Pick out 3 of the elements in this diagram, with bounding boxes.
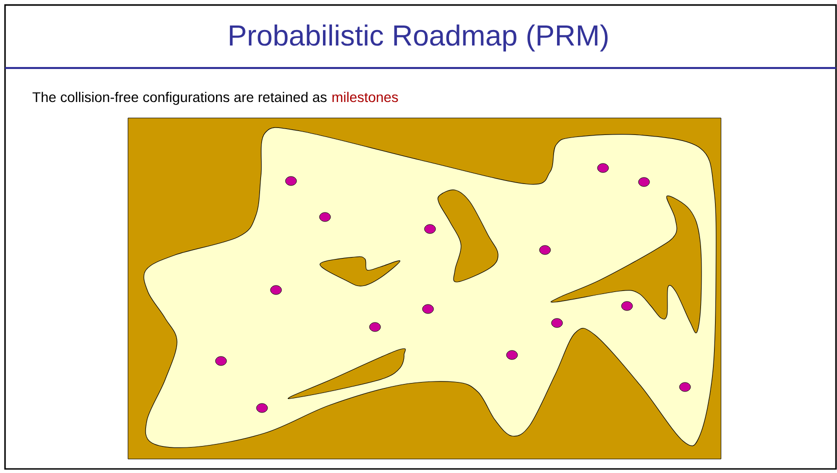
sentence-text: The collision-free configurations are retained as [32,92,327,105]
slide-title: Probabilistic Roadmap (PRM) [230,24,608,52]
highlighted-term: milestones [332,92,398,102]
